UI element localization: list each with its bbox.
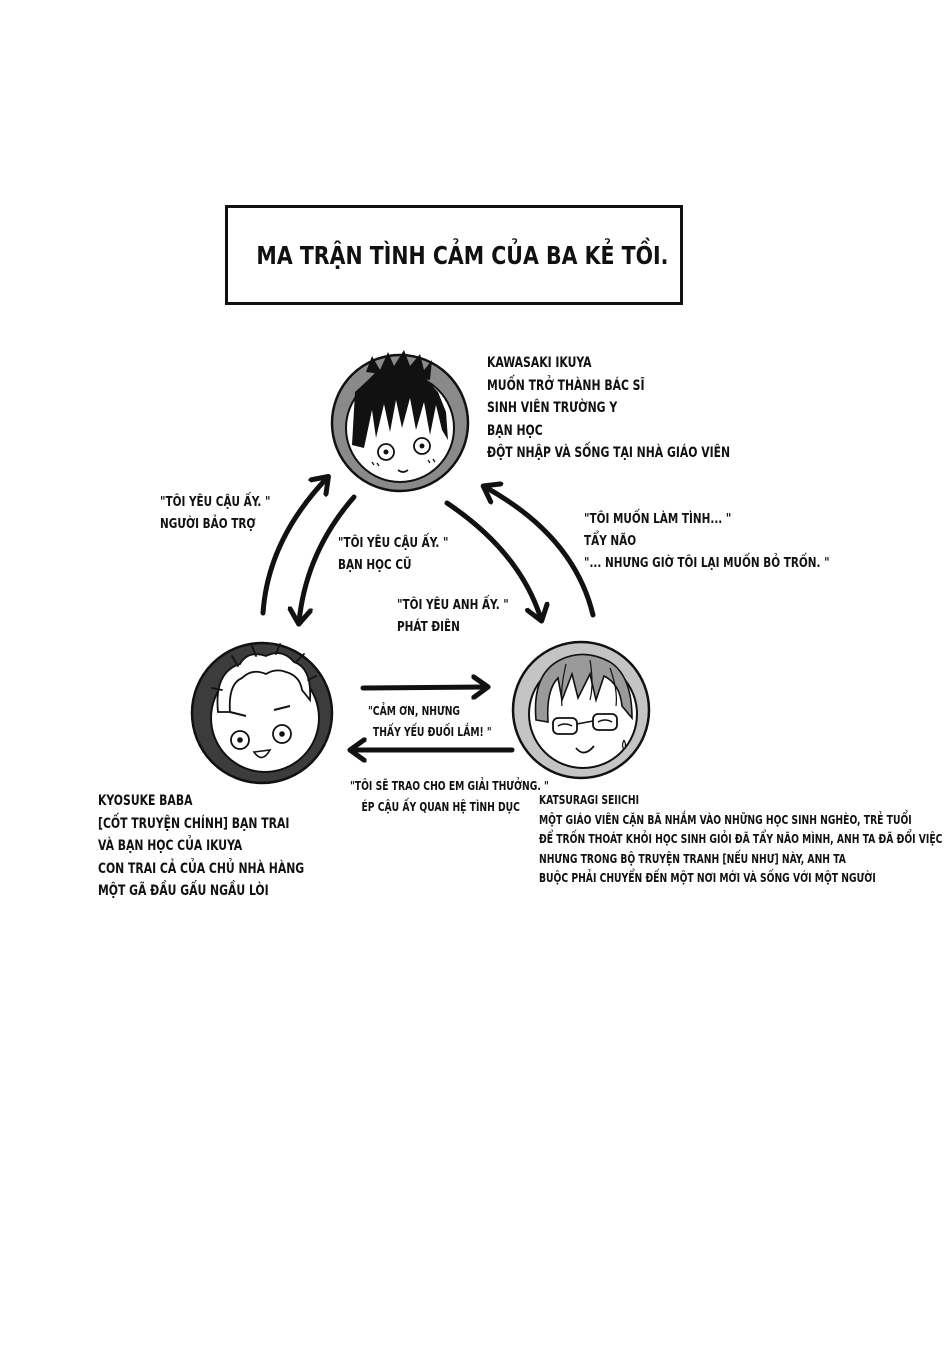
title-box: MA TRẬN TÌNH CẢM CỦA BA KẺ TỒI. — [225, 205, 683, 305]
info-line: KAWASAKI IKUYA — [487, 355, 592, 371]
info-line: NHƯNG TRONG BỘ TRUYỆN TRANH [NẾU NHƯ] NÀ… — [539, 850, 846, 866]
label-ikuya-to-seiichi: "TÔI YÊU ANH ẤY. " PHÁT ĐIÊN — [397, 594, 509, 638]
avatar-ikuya — [330, 350, 470, 493]
avatar-seiichi — [511, 640, 651, 780]
label-ikuya-to-baba: "TÔI YÊU CẬU ẤY. " BẠN HỌC CŨ — [338, 532, 448, 576]
info-line: MỘT GÃ ĐẦU GẤU NGẦU LÒI — [98, 883, 269, 899]
label-line: TẨY NÃO — [584, 533, 637, 549]
label-line: "TÔI YÊU CẬU ẤY. " — [338, 535, 449, 551]
info-line: KYOSUKE BABA — [98, 793, 193, 809]
info-line: KATSURAGI SEIICHI — [539, 792, 640, 807]
info-line: BẠN HỌC — [487, 422, 543, 439]
arrow-seiichi-to-ikuya — [485, 487, 596, 618]
diagram-title: MA TRẬN TÌNH CẢM CỦA BA KẺ TỒI. — [256, 240, 669, 270]
info-line: ĐỂ TRỐN THOÁT KHỎI HỌC SINH GIỎI ĐÃ TẨY … — [539, 831, 943, 846]
arrow-ikuya-to-seiichi — [444, 500, 541, 619]
label-line: "TÔI SẼ TRAO CHO EM GIẢI THƯỞNG. " — [350, 778, 549, 793]
label-line: "... NHƯNG GIỜ TÔI LẠI MUỐN BỎ TRỐN. " — [584, 555, 830, 571]
label-line: THẤY YẾU ĐUỐI LẮM! " — [372, 724, 492, 739]
label-line: "TÔI YÊU ANH ẤY. " — [397, 597, 509, 613]
info-line: [CỐT TRUYỆN CHÍNH] BẠN TRAI — [98, 815, 290, 832]
info-line: CON TRAI CẢ CỦA CHỦ NHÀ HÀNG — [98, 860, 305, 877]
info-ikuya: KAWASAKI IKUYA MUỐN TRỞ THÀNH BÁC SĨ SIN… — [487, 352, 730, 465]
info-line: ĐỘT NHẬP VÀ SỐNG TẠI NHÀ GIÁO VIÊN — [487, 445, 731, 461]
arrow-ikuya-to-baba — [299, 494, 357, 622]
label-seiichi-to-baba: "TÔI SẼ TRAO CHO EM GIẢI THƯỞNG. " ÉP CẬ… — [350, 775, 549, 817]
label-line: NGƯỜI BẢO TRỢ — [160, 516, 256, 532]
info-line: BUỘC PHẢI CHUYỂN ĐẾN MỘT NƠI MỚI VÀ SỐNG… — [539, 870, 876, 885]
label-line: BẠN HỌC CŨ — [338, 557, 412, 573]
avatar-baba — [190, 641, 334, 785]
info-line: MỘT GIÁO VIÊN CẶN BÃ NHẮM VÀO NHỮNG HỌC … — [539, 811, 912, 827]
info-baba: KYOSUKE BABA [CỐT TRUYỆN CHÍNH] BẠN TRAI… — [98, 790, 304, 903]
info-line: SINH VIÊN TRƯỜNG Y — [487, 400, 618, 416]
info-seiichi: KATSURAGI SEIICHI MỘT GIÁO VIÊN CẶN BÃ N… — [539, 790, 942, 888]
info-line: VÀ BẠN HỌC CỦA IKUYA — [98, 838, 243, 854]
label-line: "TÔI YÊU CẬU ẤY. " — [160, 494, 271, 510]
label-line: "TÔI MUỐN LÀM TÌNH... " — [584, 511, 732, 527]
arrows — [260, 478, 596, 750]
label-baba-to-seiichi: "CẢM ƠN, NHƯNG THẤY YẾU ĐUỐI LẮM! " — [368, 700, 492, 742]
label-line: "CẢM ƠN, NHƯNG — [368, 703, 461, 718]
label-baba-to-ikuya: "TÔI YÊU CẬU ẤY. " NGƯỜI BẢO TRỢ — [160, 491, 270, 535]
info-line: MUỐN TRỞ THÀNH BÁC SĨ — [487, 377, 645, 394]
arrow-baba-to-ikuya — [260, 478, 327, 616]
arrow-baba-to-seiichi — [360, 687, 486, 688]
label-line: ÉP CẬU ẤY QUAN HỆ TÌNH DỤC — [361, 799, 520, 814]
label-seiichi-to-ikuya: "TÔI MUỐN LÀM TÌNH... " TẨY NÃO "... NHƯ… — [584, 508, 830, 574]
label-line: PHÁT ĐIÊN — [397, 619, 460, 635]
